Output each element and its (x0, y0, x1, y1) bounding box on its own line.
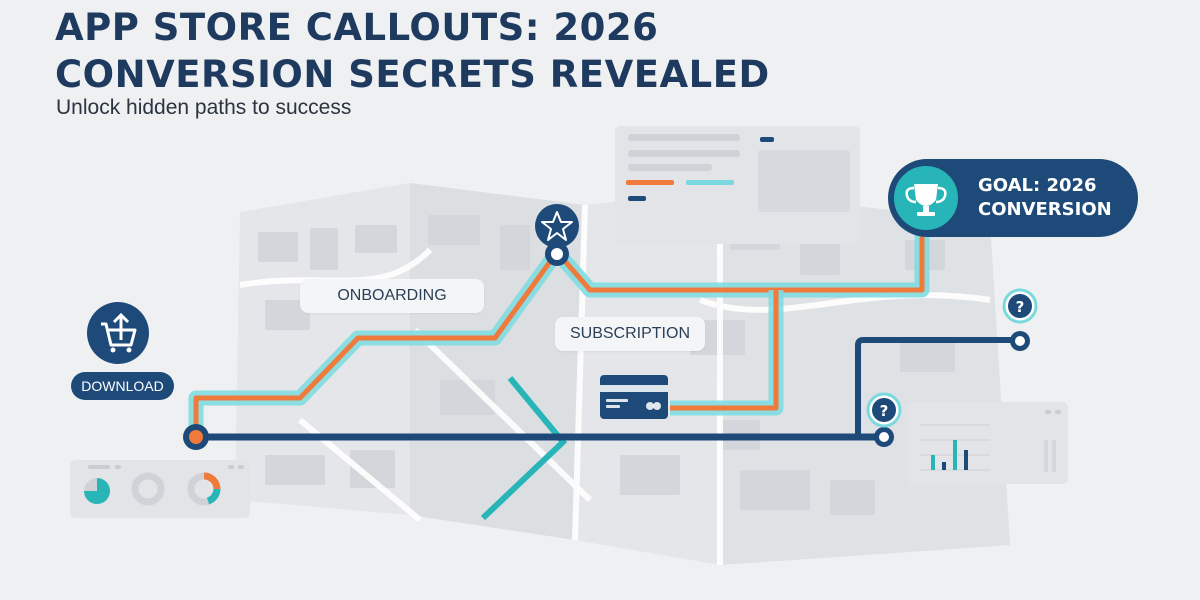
svg-text:?: ? (1016, 298, 1025, 316)
page-subtitle: Unlock hidden paths to success (56, 96, 352, 119)
branch-path (855, 337, 1020, 437)
question-mark-icon[interactable]: ? (1002, 288, 1038, 324)
question-mark-icon[interactable]: ? (866, 392, 902, 428)
goal-badge[interactable] (888, 159, 1138, 237)
onboarding-label[interactable]: ONBOARDING (300, 279, 484, 313)
branch-end-node[interactable] (874, 427, 894, 447)
goal-label-line-1: GOAL: 2026 (978, 175, 1097, 196)
svg-text:?: ? (880, 402, 889, 420)
credit-card-icon[interactable] (600, 375, 668, 419)
trophy-icon (905, 184, 947, 216)
subscription-label[interactable]: SUBSCRIPTION (555, 317, 705, 351)
milestone-node[interactable] (545, 242, 569, 266)
page-title: APP STORE CALLOUTS: 2026 CONVERSION SECR… (55, 4, 770, 98)
start-node[interactable] (183, 424, 209, 450)
download-label[interactable]: DOWNLOAD (71, 372, 174, 400)
cart-upload-icon[interactable] (87, 302, 149, 364)
pie-widget-card (70, 460, 250, 518)
bar-chart-widget (908, 402, 1068, 484)
onboarding-route (193, 232, 925, 437)
subscription-route (670, 290, 779, 411)
dashboard-card (615, 126, 860, 244)
goal-label-line-2: CONVERSION (978, 199, 1112, 220)
title-line-2: CONVERSION SECRETS REVEALED (55, 53, 770, 96)
goal-label: GOAL: 2026 CONVERSION (978, 174, 1128, 222)
title-line-1: APP STORE CALLOUTS: 2026 (55, 6, 659, 49)
star-icon[interactable] (535, 204, 579, 248)
question-end-node[interactable] (1010, 331, 1030, 351)
